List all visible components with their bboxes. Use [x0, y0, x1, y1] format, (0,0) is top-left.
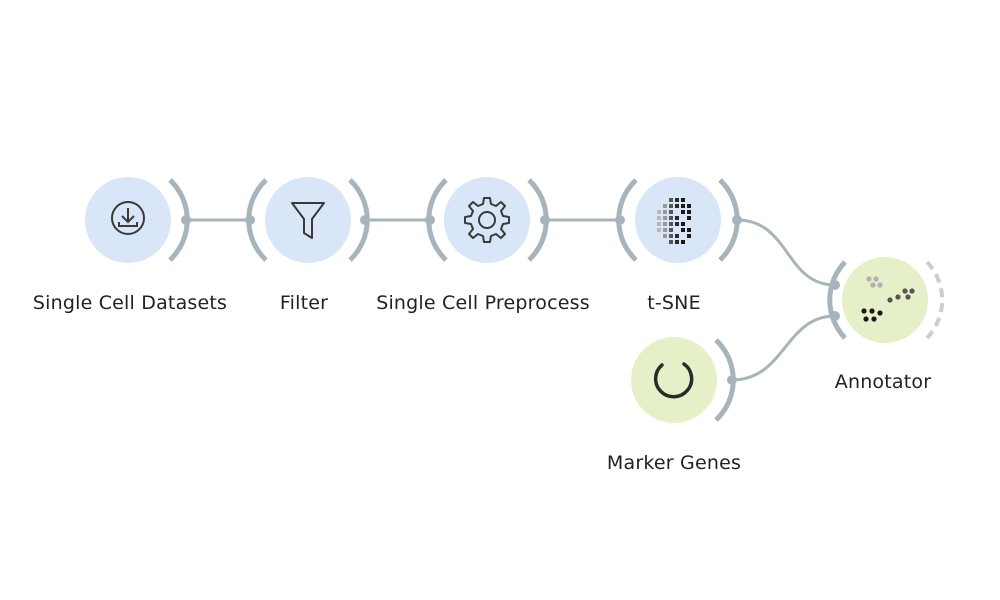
output-port[interactable] [360, 215, 370, 225]
node-label-single-cell-preprocess[interactable]: Single Cell Preprocess [376, 292, 590, 314]
node-label-single-cell-datasets[interactable]: Single Cell Datasets [32, 292, 228, 314]
funnel-icon [291, 202, 325, 239]
gear-icon [464, 197, 510, 243]
node-single-cell-datasets[interactable] [85, 177, 191, 263]
dot-grid-icon [657, 198, 691, 244]
input-port-genes[interactable] [830, 311, 840, 321]
node-t-sne[interactable] [615, 177, 742, 263]
input-port[interactable] [615, 215, 625, 225]
input-arc[interactable] [827, 260, 847, 340]
output-port[interactable] [727, 375, 737, 385]
input-port-data[interactable] [830, 280, 840, 290]
input-port[interactable] [425, 215, 435, 225]
link-marker-genes-to-annotator[interactable] [731, 314, 836, 382]
node-label-filter[interactable]: Filter [279, 292, 329, 314]
node-annotator[interactable] [827, 257, 945, 343]
node-filter[interactable] [245, 177, 370, 263]
output-port[interactable] [181, 215, 191, 225]
node-marker-genes[interactable] [631, 337, 737, 423]
link-tsne-to-annotator[interactable] [736, 218, 836, 287]
output-port[interactable] [732, 215, 742, 225]
node-label-marker-genes[interactable]: Marker Genes [606, 452, 742, 474]
output-port[interactable] [540, 215, 550, 225]
scatter-dots-icon [861, 276, 915, 322]
download-icon [111, 201, 145, 235]
node-label-t-sne[interactable]: t-SNE [647, 292, 701, 314]
output-arc-inactive[interactable] [925, 260, 945, 340]
links [186, 218, 836, 382]
node-label-annotator[interactable]: Annotator [834, 371, 932, 393]
node-single-cell-preprocess[interactable] [425, 177, 550, 263]
ring-icon [653, 362, 694, 399]
input-port[interactable] [245, 215, 255, 225]
